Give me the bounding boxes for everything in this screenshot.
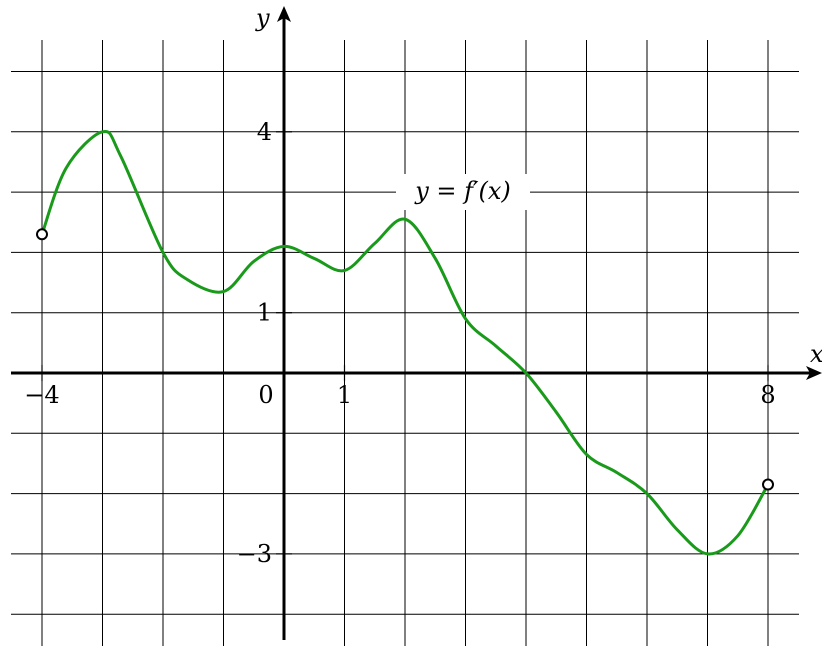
x-axis-arrow-icon bbox=[806, 366, 822, 380]
axes bbox=[11, 6, 822, 640]
x-tick-label: −4 bbox=[24, 381, 59, 409]
y-tick-label: −3 bbox=[237, 540, 272, 568]
open-endpoint bbox=[762, 478, 774, 491]
x-axis-label: x bbox=[810, 340, 822, 368]
tick-labels: −4 0 1 8 4 1 −3 bbox=[24, 118, 775, 568]
y-tick-label: 4 bbox=[257, 118, 272, 146]
x-tick-label: 1 bbox=[337, 381, 352, 409]
x-tick-label: 8 bbox=[760, 381, 775, 409]
curve-annotation: y = f′(x) bbox=[414, 177, 511, 205]
y-tick-label: 1 bbox=[257, 299, 272, 327]
grid bbox=[11, 40, 799, 646]
x-tick-label: 0 bbox=[258, 381, 273, 409]
derivative-curve bbox=[40, 129, 770, 556]
ticks bbox=[41, 131, 769, 555]
y-axis-arrow-icon bbox=[277, 6, 291, 22]
open-endpoint bbox=[36, 228, 48, 241]
y-axis-label: y bbox=[255, 4, 270, 32]
endpoint-markers bbox=[36, 228, 774, 491]
annotation-background bbox=[396, 174, 530, 210]
